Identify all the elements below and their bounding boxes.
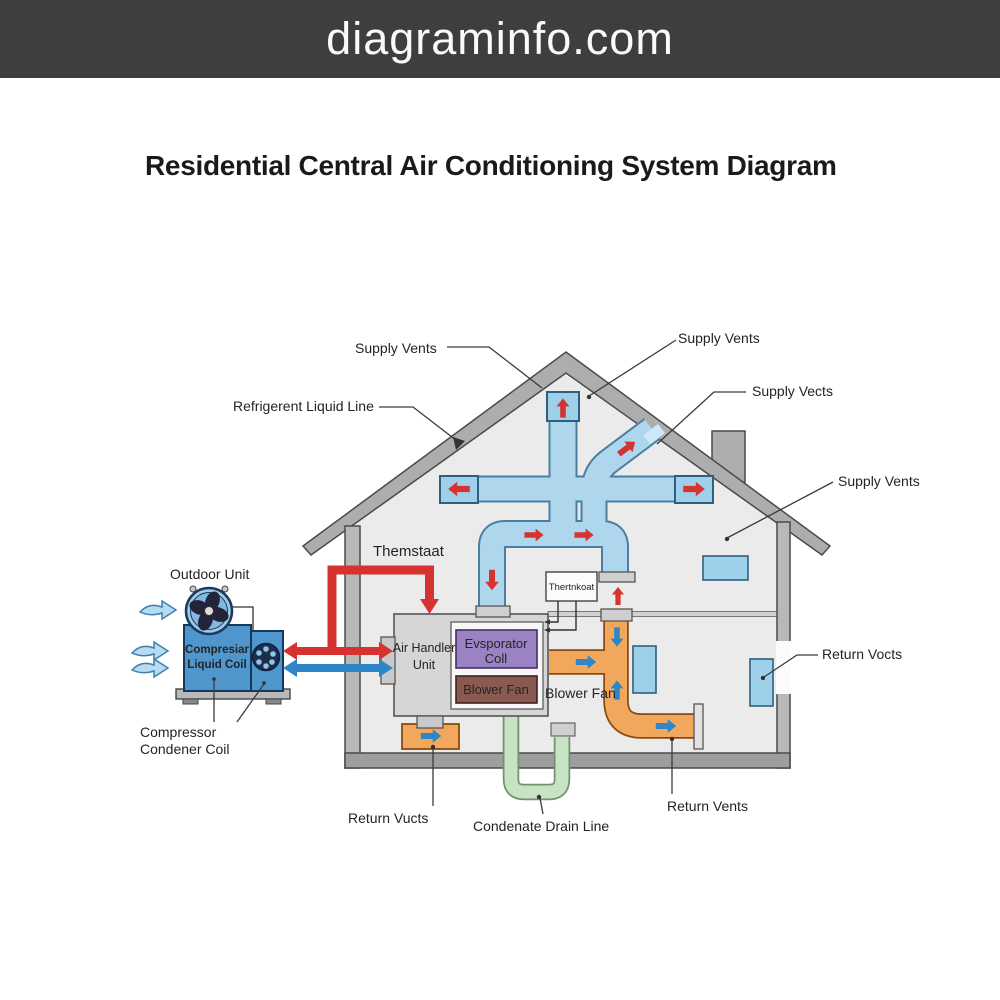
- outdoor-box-label-line2: Liquid Coil: [187, 659, 246, 671]
- outdoor-unit-group: [131, 585, 291, 705]
- air-handler-top-flange: [475, 605, 511, 618]
- duct-flange-right: [598, 571, 636, 583]
- thermostat-box-label: Thertnkoat: [549, 582, 595, 593]
- blower-fan-box: [455, 675, 538, 704]
- air-handler-bottom-tab: [416, 715, 444, 729]
- label-return-vocts: Return Vocts: [822, 646, 902, 662]
- label-condensate-drain: Condenate Drain Line: [473, 818, 609, 834]
- pointer-lines: [213, 339, 834, 815]
- wire-arrow-1: [544, 619, 550, 625]
- label-supply-vects: Supply Vects: [752, 383, 833, 399]
- wall-window-gap: [776, 641, 791, 694]
- roof-duct-outlet: [643, 424, 665, 444]
- red-left-arrow-icon: [283, 642, 297, 660]
- evaporator-coil-box: [455, 629, 538, 669]
- return-vent-flange: [693, 703, 704, 750]
- outdoor-box-label-line1: Compresiar: [185, 644, 249, 656]
- base-foot-right: [265, 698, 282, 705]
- airflow-arrow-icon-1: [139, 600, 177, 620]
- supply-ducts: [462, 418, 692, 610]
- label-supply-vents-top-left: Supply Vents: [355, 340, 437, 356]
- supply-vent-box-left: [439, 475, 479, 504]
- evaporator-label-line1: Evsporator: [465, 636, 529, 651]
- label-compressor-line2: Condener Coil: [140, 741, 230, 757]
- blue-left-arrow-icon: [283, 659, 297, 677]
- house-roof: [301, 351, 832, 557]
- compressor-box: [183, 624, 252, 692]
- airflow-arrow-icon-2: [131, 641, 169, 661]
- air-handler-label-line1: Air Handler: [393, 641, 456, 655]
- pointer-dots: [212, 394, 766, 800]
- coil-dots: [256, 646, 276, 669]
- blower-fan-box-label: Blower Fan: [463, 682, 529, 697]
- wall-vent-3: [702, 555, 749, 581]
- thermostat-box: [545, 571, 598, 602]
- fan-hub: [204, 606, 214, 616]
- blue-right-arrow-icon: [379, 659, 393, 677]
- fan-bracket-line: [231, 606, 254, 632]
- airflow-arrow-icon-3: [131, 658, 169, 678]
- fan-bolt-left: [189, 585, 197, 593]
- wire-arrow-2: [544, 627, 550, 633]
- red-right-arrow-icon: [379, 642, 393, 660]
- label-blower-fan-outside: Blower Fan: [545, 685, 616, 701]
- label-supply-vents-top-right: Supply Vents: [678, 330, 760, 346]
- pointer-arrowhead: [453, 437, 465, 450]
- label-return-vucts: Return Vucts: [348, 810, 428, 826]
- site-header: diagraminfo.com: [0, 0, 1000, 78]
- refrigerant-line-red-loop: [327, 565, 434, 653]
- interior-ceiling-line: [547, 611, 780, 617]
- label-supply-vents-right: Supply Vents: [838, 473, 920, 489]
- base-foot-left: [182, 698, 199, 705]
- label-return-vents: Return Vents: [667, 798, 748, 814]
- drain-flange-right: [550, 722, 576, 737]
- red-down-arrow-icon: [420, 599, 439, 614]
- return-duct-cap: [600, 608, 633, 622]
- page-title: Residential Central Air Conditioning Sys…: [145, 150, 837, 181]
- condensate-drain-pipe: [504, 714, 569, 799]
- evaporator-label-line2: Coll: [485, 651, 508, 666]
- wall-vent-1: [632, 645, 657, 694]
- label-compressor-line1: Compressor: [140, 724, 217, 740]
- air-handler-label-line2: Unit: [413, 658, 436, 672]
- thermostat-wires: [550, 601, 577, 631]
- site-title: diagraminfo.com: [326, 13, 674, 64]
- label-refrigerant-line: Refrigerent Liquid Line: [233, 398, 374, 414]
- label-thermostat-room: Themstaat: [373, 543, 445, 560]
- label-outdoor-unit: Outdoor Unit: [170, 566, 249, 582]
- fan-bolt-right: [221, 585, 229, 593]
- wall-vent-2: [749, 658, 774, 707]
